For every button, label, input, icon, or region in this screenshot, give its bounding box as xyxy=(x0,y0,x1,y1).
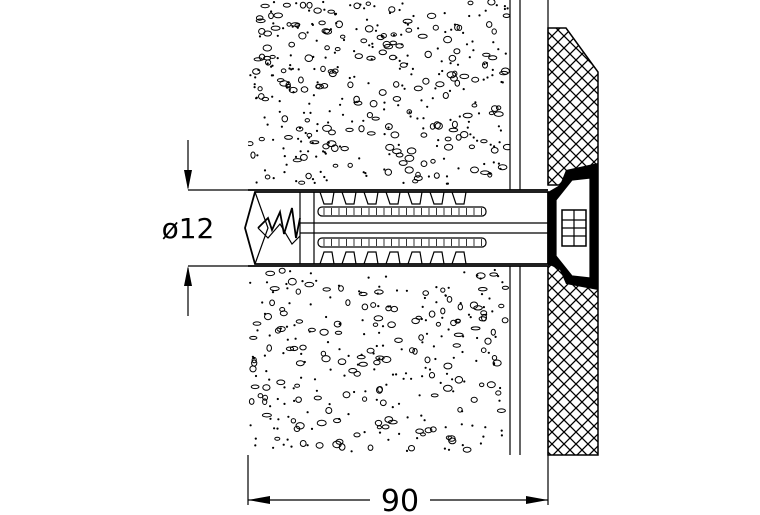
length-label: 90 xyxy=(381,484,419,515)
screw xyxy=(257,207,548,245)
diameter-label: ø12 xyxy=(162,212,215,245)
concrete-aggregate-texture xyxy=(248,0,510,453)
arrow-down xyxy=(184,170,192,190)
wall-plug xyxy=(244,191,549,265)
arrow-up xyxy=(184,266,192,286)
arrow-left xyxy=(248,496,270,504)
length-dimension: 90 xyxy=(247,455,549,515)
arrow-right xyxy=(526,496,548,504)
diameter-dimension: ø12 xyxy=(162,140,248,316)
screw-head-washer xyxy=(548,163,598,290)
concrete-wall xyxy=(248,0,549,455)
